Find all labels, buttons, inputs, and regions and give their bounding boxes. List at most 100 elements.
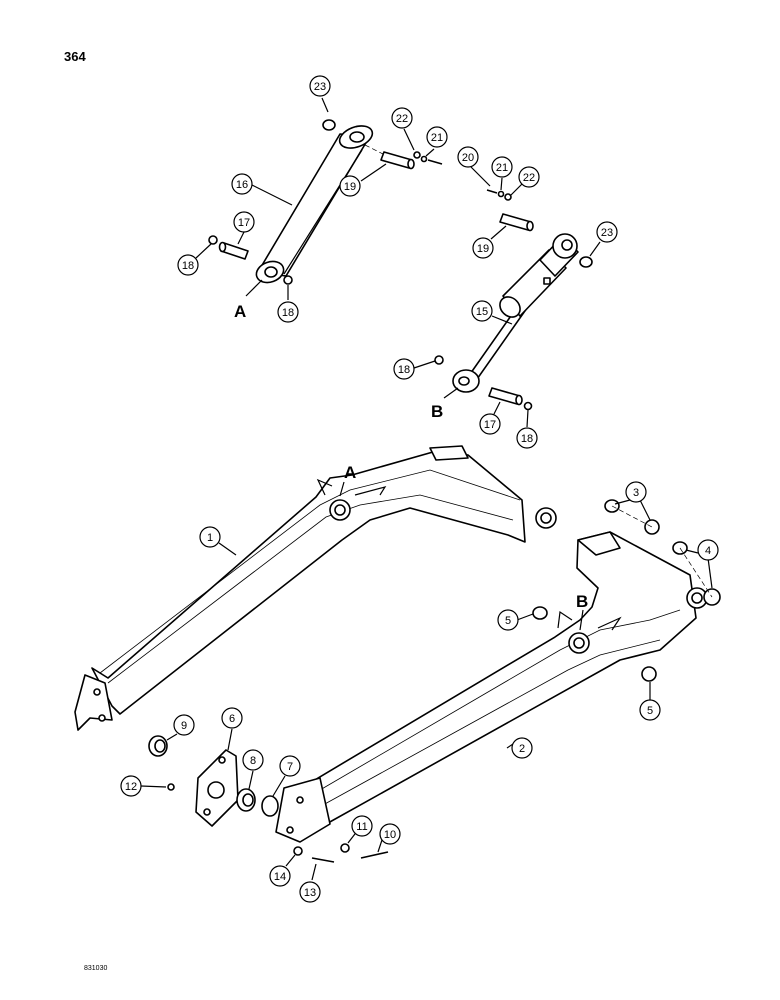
callout-5a: 5 [497, 609, 534, 631]
bolt-13 [311, 857, 335, 863]
svg-text:18: 18 [182, 260, 194, 272]
washer-23-lower [579, 256, 593, 268]
ring-7 [261, 795, 279, 817]
callout-9: 9 [166, 714, 195, 741]
bushing-5b [641, 666, 657, 682]
svg-text:4: 4 [705, 545, 711, 557]
svg-text:A: A [234, 302, 246, 321]
callout-1: 1 [199, 526, 237, 556]
callout-18d: 18 [516, 409, 538, 449]
svg-text:10: 10 [384, 829, 396, 841]
callout-17b: 17 [479, 401, 501, 435]
bolt-20-stub [427, 159, 443, 165]
washer-18-a [283, 275, 293, 285]
bushing-3b [644, 519, 660, 535]
washer-18-left-cyl [434, 355, 444, 365]
svg-text:B: B [576, 592, 588, 611]
pin-19-lower [499, 213, 534, 232]
callout-23b: 23 [589, 221, 618, 257]
svg-text:B: B [431, 402, 443, 421]
callout-17a: 17 [233, 211, 255, 245]
callout-12: 12 [120, 775, 167, 797]
washer-23-upper [322, 119, 336, 131]
svg-text:11: 11 [356, 821, 367, 833]
svg-text:16: 16 [236, 179, 248, 191]
callout-14: 14 [269, 854, 296, 887]
washer-14 [293, 846, 303, 856]
callout-13: 13 [299, 863, 321, 903]
callout-21b: 21 [491, 156, 513, 191]
svg-text:8: 8 [250, 755, 256, 767]
view-marker-b-lower: B [576, 592, 588, 631]
svg-text:A: A [344, 463, 356, 482]
svg-text:9: 9 [181, 720, 187, 732]
boom-arm-right [275, 531, 708, 843]
mounting-plate-6 [195, 749, 239, 827]
pin-17-upper [218, 241, 249, 260]
callout-18a: 18 [177, 243, 212, 276]
callout-22a: 22 [391, 107, 415, 151]
svg-text:6: 6 [229, 713, 235, 725]
callout-4: 4 [685, 539, 719, 589]
svg-text:14: 14 [274, 871, 286, 883]
callout-10: 10 [377, 823, 401, 853]
boom-arm-left [74, 445, 557, 731]
svg-text:5: 5 [647, 705, 653, 717]
svg-text:23: 23 [601, 227, 613, 239]
fitting-12 [167, 783, 175, 791]
callout-11: 11 [347, 815, 373, 844]
callout-2: 2 [506, 737, 533, 759]
svg-text:18: 18 [521, 433, 533, 445]
view-marker-a-upper: A [234, 279, 263, 321]
svg-text:19: 19 [344, 181, 356, 193]
svg-text:1: 1 [207, 532, 213, 544]
callout-18b: 18 [277, 285, 299, 323]
callout-6: 6 [221, 707, 243, 751]
page-number: 364 [64, 49, 86, 64]
cap-9 [148, 735, 168, 757]
svg-text:3: 3 [633, 487, 639, 499]
svg-text:17: 17 [238, 217, 250, 229]
callout-5b: 5 [639, 682, 661, 721]
svg-text:12: 12 [125, 781, 137, 793]
washer-18-lower [523, 401, 533, 411]
bolt-20 [486, 189, 498, 194]
callout-19a: 19 [339, 163, 387, 197]
callout-16: 16 [231, 173, 293, 206]
washer-11 [340, 843, 350, 853]
callout-15: 15 [471, 300, 513, 325]
view-marker-b-upper: B [431, 387, 459, 421]
pin-19-upper [380, 151, 415, 170]
callout-19b: 19 [472, 225, 507, 259]
svg-text:2: 2 [519, 743, 525, 755]
svg-text:20: 20 [462, 152, 474, 164]
svg-text:18: 18 [282, 307, 294, 319]
callout-21a: 21 [425, 126, 448, 157]
callout-8: 8 [242, 749, 264, 790]
bushing-5a [532, 606, 548, 620]
callout-18c: 18 [393, 358, 436, 380]
svg-text:21: 21 [496, 162, 508, 174]
svg-text:22: 22 [523, 172, 535, 184]
callout-22b: 22 [509, 166, 540, 197]
svg-text:18: 18 [398, 364, 410, 376]
link-arm [255, 125, 374, 284]
nut-21 [497, 190, 505, 198]
svg-text:13: 13 [304, 887, 316, 899]
svg-text:21: 21 [431, 132, 443, 144]
callout-20: 20 [457, 146, 491, 187]
hydraulic-cylinder [452, 233, 579, 393]
svg-text:22: 22 [396, 113, 408, 125]
svg-text:15: 15 [476, 306, 488, 318]
washer-22 [504, 193, 512, 201]
pin-17-lower [488, 387, 523, 406]
svg-text:7: 7 [287, 761, 293, 773]
washer-22-upper [413, 151, 421, 159]
bolt-10 [360, 851, 389, 859]
callout-3: 3 [614, 481, 651, 521]
svg-text:5: 5 [505, 615, 511, 627]
washer-18-left [208, 235, 218, 245]
svg-text:19: 19 [477, 243, 489, 255]
